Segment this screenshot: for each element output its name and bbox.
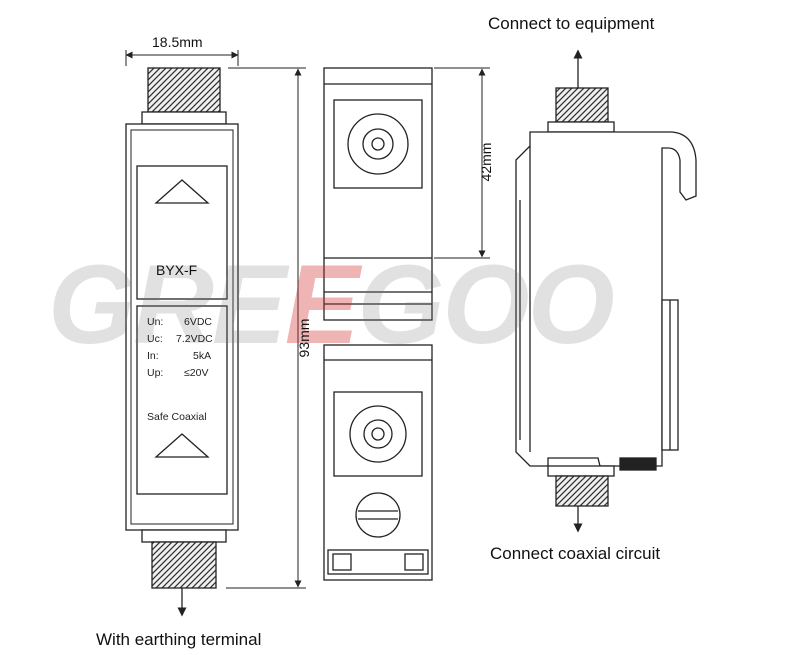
height-total-dimension — [226, 67, 306, 589]
earth-screw — [355, 492, 401, 538]
width-dimension-label: 18.5mm — [152, 34, 203, 50]
top-connector-nut — [141, 111, 227, 125]
spec-in-key: In: — [147, 350, 159, 362]
connect-coaxial-label: Connect coaxial circuit — [490, 544, 661, 563]
front-lower-panel — [136, 305, 228, 495]
profile-top-knurl — [555, 87, 609, 123]
coax-port-lower — [349, 405, 407, 463]
spec-uc-value: 7.2VDC — [176, 333, 213, 345]
spec-uc-key: Uc: — [147, 333, 163, 345]
height-upper-dimension — [434, 67, 490, 259]
spec-up-value: ≤20V — [184, 367, 209, 379]
top-connector-knurl — [147, 67, 221, 113]
width-dimension — [125, 50, 239, 66]
profile-black-clip — [619, 457, 657, 471]
profile-view — [515, 49, 697, 533]
profile-body — [515, 131, 697, 467]
up-arrow-icon — [154, 433, 210, 458]
spec-un-key: Un: — [147, 316, 164, 328]
profile-bottom-knurl — [555, 475, 609, 507]
spec-in-value: 5kA — [193, 350, 212, 362]
height-upper-label: 42mm — [478, 142, 494, 182]
middle-view — [323, 67, 433, 581]
bottom-connector-nut — [141, 529, 227, 543]
earthing-terminal-label: With earthing terminal — [96, 630, 262, 649]
spec-up-key: Up: — [147, 367, 164, 379]
model-label: BYX-F — [156, 262, 198, 278]
coax-port-upper — [347, 113, 409, 175]
bottom-connector-knurl — [151, 541, 217, 589]
front-view — [125, 67, 239, 617]
height-total-label: 93mm — [296, 318, 312, 358]
caption-safe-coaxial: Safe Coaxial — [147, 411, 207, 423]
up-arrow-icon — [154, 179, 210, 204]
connect-equipment-label: Connect to equipment — [488, 14, 655, 33]
spec-un-value: 6VDC — [184, 316, 213, 328]
